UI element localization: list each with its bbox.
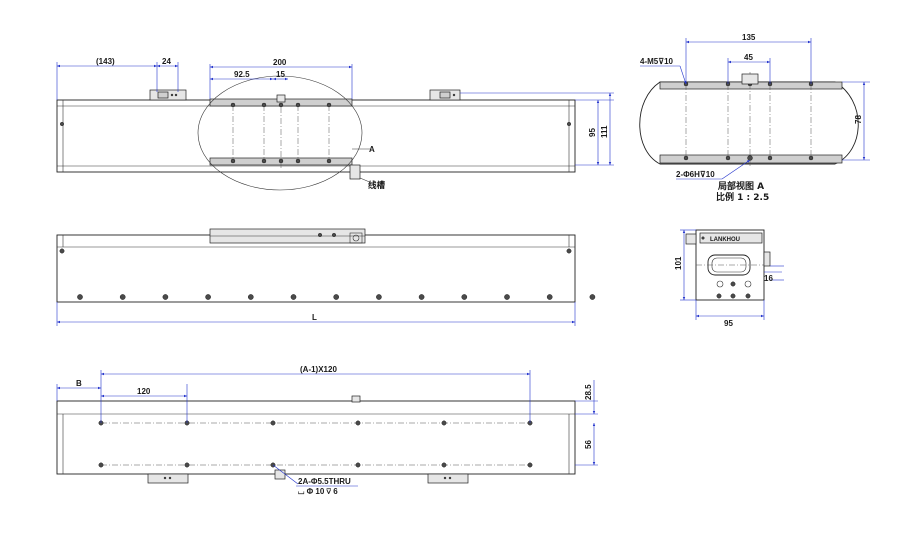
detail-caption-scale: 比例 1 : 2.5 bbox=[716, 191, 769, 203]
dim-24: 24 bbox=[162, 57, 171, 66]
bottom-hole bbox=[355, 462, 361, 468]
dim-111: 111 bbox=[600, 125, 609, 138]
dim-15: 15 bbox=[276, 70, 285, 79]
note-pin: 2-Φ6H⊽10 bbox=[676, 170, 715, 179]
dim-28-5: 28.5 bbox=[584, 384, 593, 400]
bottom-sensor-left bbox=[147, 473, 189, 484]
hole-note-cbore: ⌴ Φ 10 ⊽ 6 bbox=[298, 487, 338, 496]
dim-135: 135 bbox=[742, 33, 756, 42]
brand-label: LANKHOU bbox=[710, 237, 740, 243]
side-hole bbox=[77, 294, 83, 300]
bottom-hole bbox=[527, 462, 533, 468]
detail-caption-title: 局部视图 A bbox=[718, 180, 764, 192]
hole-note-thru: 2A-Φ5.5THRU bbox=[298, 477, 351, 486]
side-hole bbox=[290, 294, 297, 300]
bottom-hole bbox=[98, 462, 104, 468]
note-m5: 4-M5⊽10 bbox=[640, 57, 674, 66]
dim-b: B bbox=[76, 379, 82, 388]
side-mounting-holes bbox=[77, 294, 596, 300]
bottom-view-body bbox=[56, 400, 576, 475]
side-view: L bbox=[56, 228, 596, 326]
side-hole bbox=[162, 294, 169, 300]
dim-143: (143) bbox=[96, 57, 115, 66]
side-hole bbox=[418, 294, 425, 300]
cable-slot-label: 线槽 bbox=[368, 180, 386, 191]
bottom-hole bbox=[355, 420, 361, 426]
top-view: A 线槽 (143) 24 200 92.5 15 bbox=[56, 57, 614, 191]
dim-16: 16 bbox=[764, 274, 773, 283]
side-hole bbox=[461, 294, 468, 300]
side-hole bbox=[247, 294, 254, 300]
dim-95-end: 95 bbox=[724, 319, 733, 328]
bottom-hole bbox=[270, 420, 276, 426]
bottom-mounting-holes bbox=[98, 420, 533, 468]
dim-92-5: 92.5 bbox=[234, 70, 250, 79]
side-hole bbox=[589, 294, 596, 300]
detail-a-outline bbox=[639, 81, 859, 165]
bottom-view: B 120 (A-1)X120 28.5 56 2A-Φ5.5THRU ⌴ Φ … bbox=[56, 365, 598, 496]
end-view: LANKHOU 101 16 95 bbox=[674, 229, 784, 328]
dim-120: 120 bbox=[137, 387, 151, 396]
bottom-hole bbox=[184, 462, 190, 468]
side-hole bbox=[376, 294, 382, 300]
dim-pitch: (A-1)X120 bbox=[300, 365, 337, 374]
bottom-sensor-right bbox=[427, 473, 469, 484]
side-hole bbox=[546, 294, 553, 300]
dim-200: 200 bbox=[273, 58, 287, 67]
side-hole bbox=[504, 294, 510, 300]
cable-bracket bbox=[349, 164, 361, 180]
carriage-holes bbox=[230, 102, 332, 164]
bottom-hole bbox=[441, 462, 447, 468]
dim-95: 95 bbox=[588, 128, 597, 137]
bottom-hole bbox=[441, 420, 447, 426]
detail-a-holes bbox=[683, 81, 814, 161]
side-hole bbox=[205, 294, 211, 300]
detail-a-label: A bbox=[369, 145, 375, 154]
side-view-body bbox=[56, 234, 576, 303]
limit-sensor-left bbox=[149, 89, 187, 101]
dim-56: 56 bbox=[584, 440, 593, 449]
dim-l: L bbox=[312, 313, 317, 322]
detail-a-boundary bbox=[197, 75, 363, 191]
limit-sensor-right bbox=[429, 89, 461, 101]
side-hole bbox=[333, 294, 340, 300]
dim-45: 45 bbox=[744, 53, 753, 62]
detail-view-a: 135 45 4-M5⊽10 2-Φ6H⊽10 78 局部视图 A 比例 1 :… bbox=[639, 33, 870, 203]
side-hole bbox=[119, 294, 126, 300]
dim-101: 101 bbox=[674, 256, 683, 270]
dim-78: 78 bbox=[854, 115, 863, 124]
